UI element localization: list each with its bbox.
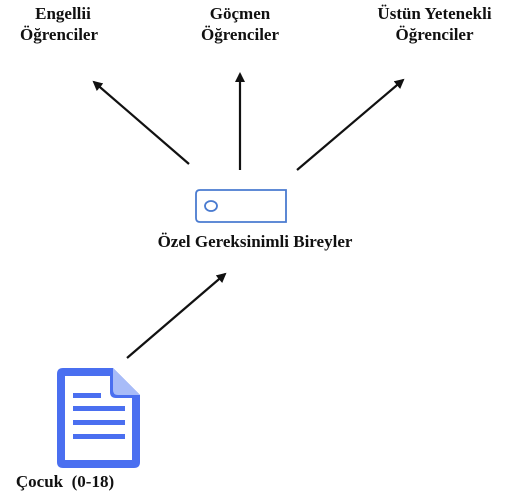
node-gocmen-ogrenciler: Göçmen Öğrenciler (181, 3, 299, 45)
tag-outline-icon (195, 189, 287, 223)
document-icon (57, 368, 140, 468)
arrow-to-engelli (92, 80, 190, 165)
arrow-to-center (126, 272, 227, 359)
source-node-label: Çocuk (0-18) (15, 472, 115, 491)
node-ozel-gereksinimli-bireyler: Özel Gereksinimli Bireyler (100, 231, 410, 252)
node-engelli-ogrenciler: Engellii Öğrenciler (0, 3, 118, 45)
node-ustun-line1: Üstün Yetenekli (377, 4, 492, 23)
arrow-to-ustun (296, 78, 405, 171)
node-cocuk: Çocuk (0-18) (0, 471, 130, 492)
center-node-label: Özel Gereksinimli Bireyler (157, 232, 353, 251)
node-engelli-line1: Engellii (35, 4, 91, 23)
node-ustun-yetenekli-ogrenciler: Üstün Yetenekli Öğrenciler (358, 3, 511, 45)
node-gocmen-line2: Öğrenciler (200, 25, 280, 44)
node-gocmen-line1: Göçmen (209, 4, 271, 23)
node-engelli-line2: Öğrenciler (19, 25, 99, 44)
node-ustun-line2: Öğrenciler (395, 25, 474, 44)
